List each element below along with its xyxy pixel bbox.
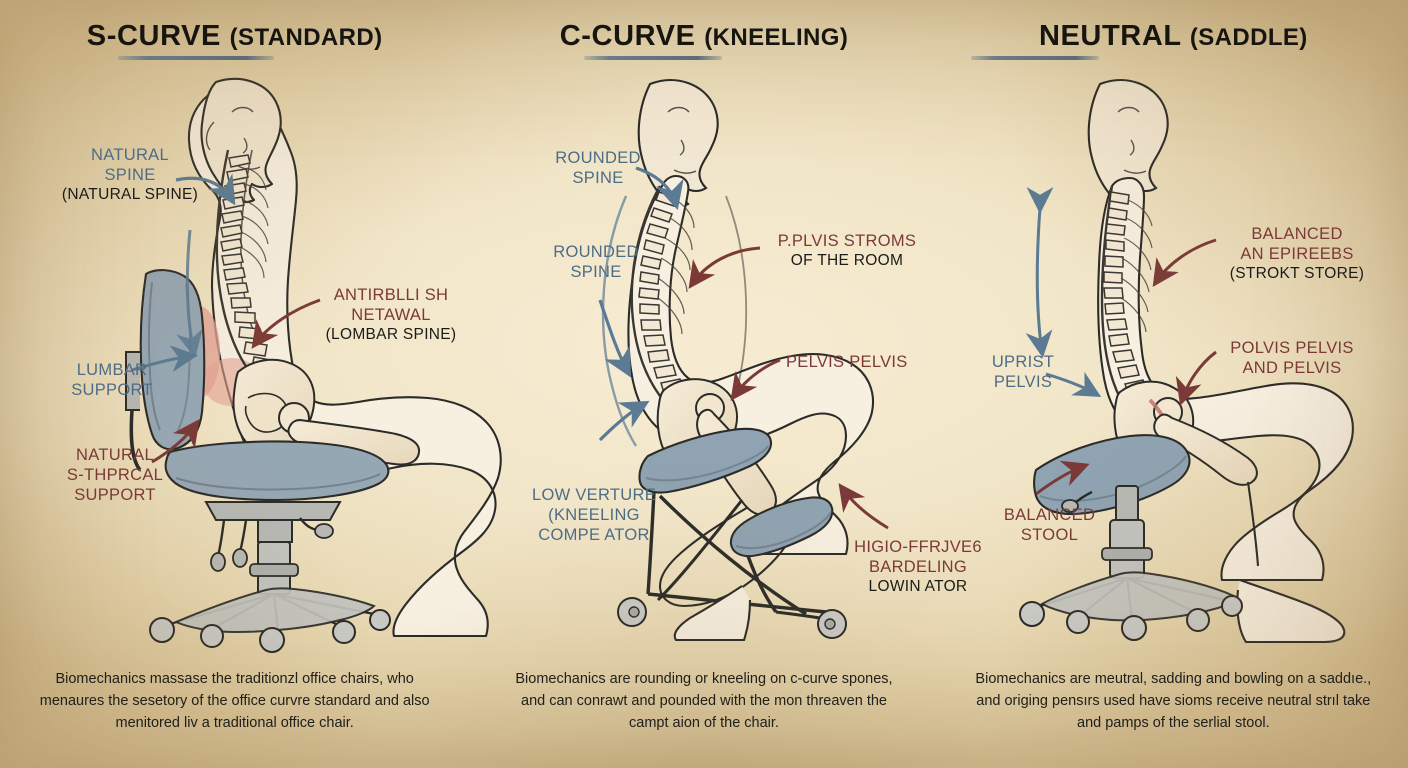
balanced-epireebs-label-sub: (STROKT STORE) bbox=[1229, 265, 1365, 282]
lumbar-spine-label: ANTIRBLLI SH NETAWAL (LOMBAR SPINE) bbox=[316, 285, 466, 345]
low-verture-label-sub: COMPE ATOR bbox=[538, 526, 650, 544]
low-verture-label: LOW VERTURE (KNEELING COMPE ATOR bbox=[524, 485, 664, 545]
lumbar-spine-label-line-1: ANTIRBLLI SH bbox=[333, 286, 449, 304]
pelvis-stroms-label: P.PLVIS STROMS OF THE ROOM bbox=[772, 231, 922, 271]
panel-title-main: NEUTRAL bbox=[1038, 20, 1182, 52]
balanced-epireebs-label-line-2: AN EPIREEBS bbox=[1240, 245, 1354, 263]
pelvis-pelvis-label: PELVIS PELVIS bbox=[786, 352, 936, 372]
lumbar-support-label-line-2: SUPPORT bbox=[71, 381, 153, 399]
natural-spine-label: NATURAL SPINE (NATURAL SPINE) bbox=[40, 145, 220, 205]
pelvis-stroms-label-line-1: P.PLVIS STROMS bbox=[777, 232, 917, 250]
panel-title-paren: (STANDARD) bbox=[229, 24, 383, 51]
polvis-pelvis-label-line-1: POLVIS PELVIS bbox=[1230, 339, 1354, 357]
title-underline bbox=[118, 56, 274, 60]
natural-support-label-line-2: S-THPRCAL bbox=[66, 466, 164, 484]
lumbar-spine-label-line-2: NETAWAL bbox=[351, 306, 431, 324]
natural-support-label-line-1: NATURAL bbox=[76, 446, 154, 464]
natural-spine-label-sub: (NATURAL SPINE) bbox=[61, 186, 199, 203]
uprist-pelvis-label-line-2: PELVIS bbox=[993, 373, 1053, 391]
balanced-epireebs-label: BALANCED AN EPIREEBS (STROKT STORE) bbox=[1222, 224, 1372, 284]
low-verture-label-line-1: LOW VERTURE bbox=[531, 486, 656, 504]
rounded-spine-lower-label: ROUNDED SPINE bbox=[541, 242, 651, 282]
natural-support-label-line-3: SUPPORT bbox=[74, 486, 156, 504]
balanced-stool-label: BALANCED STOOL bbox=[992, 505, 1107, 545]
balanced-epireebs-label-line-1: BALANCED bbox=[1251, 225, 1343, 243]
lumbar-support-label: LUMBAR SUPPORT bbox=[52, 360, 172, 400]
polvis-pelvis-label-line-2: AND PELVIS bbox=[1242, 359, 1342, 377]
panel-title-main: C-CURVE bbox=[559, 20, 696, 52]
panel-caption-neutral: Biomechanics are meutral, sadding and bo… bbox=[975, 671, 1372, 731]
panel-s-curve: S-CURVE (STANDARD) Biomechanics massase … bbox=[0, 0, 469, 768]
lumbar-support-label-line-1: LUMBAR bbox=[76, 361, 148, 379]
higio-bardeling-label-line-2: BARDELING bbox=[868, 558, 968, 576]
natural-spine-label-line-1: NATURAL bbox=[91, 146, 169, 164]
uprist-pelvis-label: UPRIST PELVIS bbox=[978, 352, 1068, 392]
low-verture-label-line-2: (KNEELING bbox=[548, 506, 640, 524]
title-underline bbox=[584, 56, 723, 60]
polvis-pelvis-label: POLVIS PELVIS AND PELVIS bbox=[1222, 338, 1362, 378]
title-underline bbox=[970, 56, 1099, 60]
panel-title-c-curve: C-CURVE (KNEELING) bbox=[469, 20, 938, 53]
rounded-spine-lower-label-line-2: SPINE bbox=[570, 263, 622, 281]
pelvis-stroms-label-sub: OF THE ROOM bbox=[790, 252, 904, 269]
balanced-stool-label-line-2: STOOL bbox=[1020, 526, 1079, 544]
panel-neutral: NEUTRAL (SADDLE) Biomechanics are meutra… bbox=[939, 0, 1408, 768]
natural-spine-label-line-2: SPINE bbox=[104, 166, 156, 184]
rounded-spine-lower-label-line-1: ROUNDED bbox=[553, 243, 639, 261]
natural-support-label: NATURAL S-THPRCAL SUPPORT bbox=[50, 445, 180, 505]
higio-bardeling-label-sub: LOWIN ATOR bbox=[868, 578, 968, 595]
panel-c-curve: C-CURVE (KNEELING) Biomechanics are roun… bbox=[469, 0, 938, 768]
pelvis-pelvis-label-line-1: PELVIS PELVIS bbox=[786, 353, 908, 371]
lumbar-spine-label-sub: (LOMBAR SPINE) bbox=[325, 326, 457, 343]
balanced-stool-label-line-1: BALANCED bbox=[1003, 506, 1096, 524]
rounded-spine-upper-label: ROUNDED SPINE bbox=[543, 148, 653, 188]
rounded-spine-upper-label-line-2: SPINE bbox=[572, 169, 624, 187]
panel-title-paren: (KNEELING) bbox=[704, 24, 849, 51]
higio-bardeling-label-line-1: HIGIO-FFRJVE6 bbox=[854, 538, 982, 556]
uprist-pelvis-label-line-1: UPRIST bbox=[991, 353, 1055, 371]
panel-title-neutral: NEUTRAL (SADDLE) bbox=[939, 20, 1408, 53]
panel-caption-c-curve: Biomechanics are rounding or kneeling on… bbox=[515, 671, 893, 731]
panel-title-s-curve: S-CURVE (STANDARD) bbox=[0, 20, 469, 53]
panel-caption-s-curve: Biomechanics massase the traditionzl off… bbox=[39, 671, 430, 731]
panel-title-main: S-CURVE bbox=[86, 20, 221, 52]
panel-title-paren: (SADDLE) bbox=[1189, 24, 1308, 51]
rounded-spine-upper-label-line-1: ROUNDED bbox=[555, 149, 641, 167]
